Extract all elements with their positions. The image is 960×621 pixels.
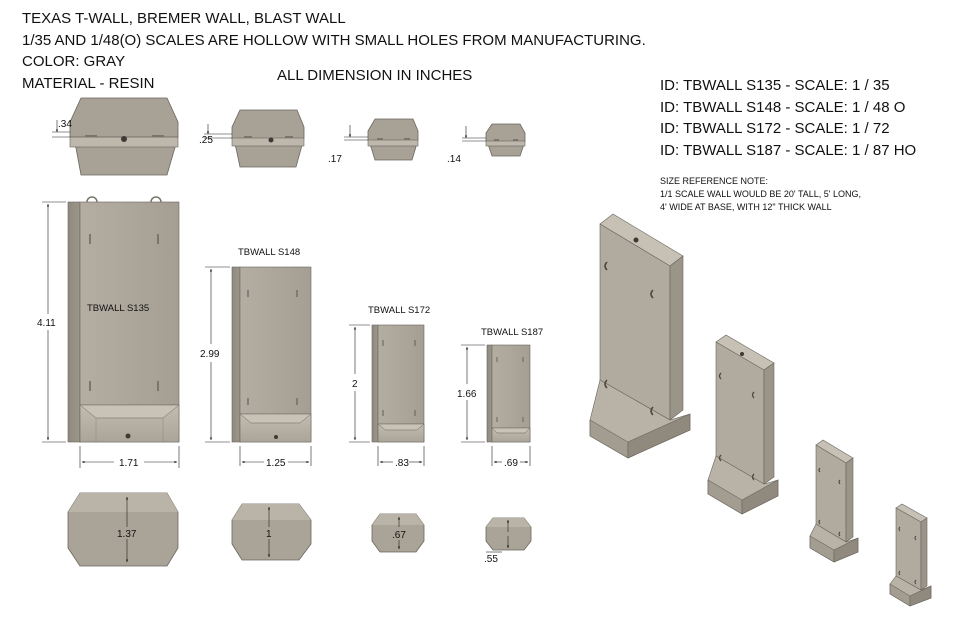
size-note-line-2: 1/1 SCALE WALL WOULD BE 20' TALL, 5' LON… <box>660 189 862 199</box>
front-view-s148: TBWALL S148 2.99 1.25 <box>200 247 312 469</box>
top-thickness-s172: .17 <box>328 154 342 165</box>
top-view-s148: .25 <box>199 109 305 168</box>
isometric-s172 <box>809 439 859 563</box>
title-block: TEXAS T-WALL, BREMER WALL, BLAST WALL 1/… <box>22 8 646 94</box>
id-s172: ID: TBWALL S172 - SCALE: 1 / 72 <box>660 120 890 137</box>
height-s172: 2 <box>352 379 358 390</box>
isometric-s135 <box>589 213 691 459</box>
top-view-s187: .14 <box>447 123 526 165</box>
dimensions-note: ALL DIMENSION IN INCHES <box>277 67 473 84</box>
front-label-s172: TBWALL S172 <box>368 305 430 316</box>
width-s148: 1.25 <box>266 458 286 469</box>
front-view-s172: TBWALL S172 2 .83 <box>349 305 430 469</box>
bottom-view-s148: 1 <box>231 503 312 561</box>
size-reference-note: SIZE REFERENCE NOTE: 1/1 SCALE WALL WOUL… <box>660 175 861 214</box>
height-s135: 4.11 <box>37 318 56 329</box>
height-s187: 1.66 <box>457 389 477 400</box>
id-s187: ID: TBWALL S187 - SCALE: 1 / 87 HO <box>660 141 917 159</box>
width-s135: 1.71 <box>119 458 139 469</box>
top-thickness-s148: .25 <box>199 135 213 146</box>
id-list: ID: TBWALL S135 - SCALE: 1 / 35 ID: TBWA… <box>660 75 916 161</box>
title-line-2: 1/35 AND 1/48(O) SCALES ARE HOLLOW WITH … <box>22 31 646 49</box>
width-s172: .83 <box>395 458 409 469</box>
base-depth-s148: 1 <box>266 529 272 540</box>
front-label-s148: TBWALL S148 <box>238 247 300 258</box>
size-note-title: SIZE REFERENCE NOTE: <box>660 176 769 186</box>
title-line-1: TEXAS T-WALL, BREMER WALL, BLAST WALL <box>22 10 346 27</box>
size-note-line-3: 4' WIDE AT BASE, WITH 12" THICK WALL <box>660 202 832 212</box>
id-s135: ID: TBWALL S135 - SCALE: 1 / 35 <box>660 77 890 94</box>
isometric-s148 <box>707 334 779 515</box>
isometric-s187 <box>889 503 932 607</box>
base-depth-s187: .55 <box>484 554 498 565</box>
top-thickness-s187: .14 <box>447 154 461 165</box>
top-thickness-s135: .34 <box>58 119 72 130</box>
top-view-s135: .34 <box>52 97 179 176</box>
base-depth-s135: 1.37 <box>117 529 137 540</box>
id-s148: ID: TBWALL S148 - SCALE: 1 / 48 O <box>660 98 906 116</box>
width-s187: .69 <box>504 458 518 469</box>
height-s148: 2.99 <box>200 349 220 360</box>
material-line: MATERIAL - RESIN <box>22 74 155 92</box>
bottom-view-s135: 1.37 <box>67 492 179 567</box>
front-label-s187: TBWALL S187 <box>481 327 543 338</box>
front-label-s135: TBWALL S135 <box>87 303 149 314</box>
front-view-s187: TBWALL S187 1.66 .69 <box>457 327 543 469</box>
color-line: COLOR: GRAY <box>22 53 126 70</box>
front-view-s135: TBWALL S135 4.11 1.71 <box>37 196 180 469</box>
top-view-s172: .17 <box>328 118 419 165</box>
bottom-view-s172: .67 <box>371 513 425 553</box>
base-depth-s172: .67 <box>392 530 406 541</box>
bottom-view-s187: .55 <box>484 517 532 565</box>
